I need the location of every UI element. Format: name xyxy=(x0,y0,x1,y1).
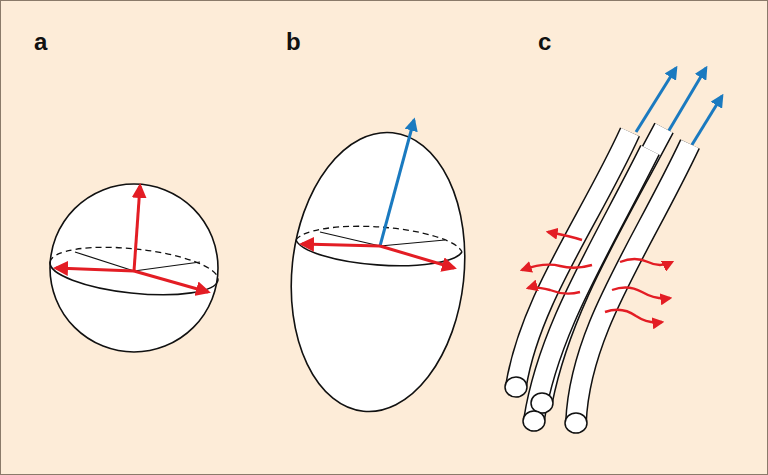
fiber-bundle xyxy=(505,68,722,433)
panel-letter: a xyxy=(34,30,47,54)
panel-letter: b xyxy=(286,30,301,54)
ellipsoid xyxy=(278,120,478,420)
panel-letter: c xyxy=(538,30,551,54)
sphere xyxy=(50,184,218,352)
